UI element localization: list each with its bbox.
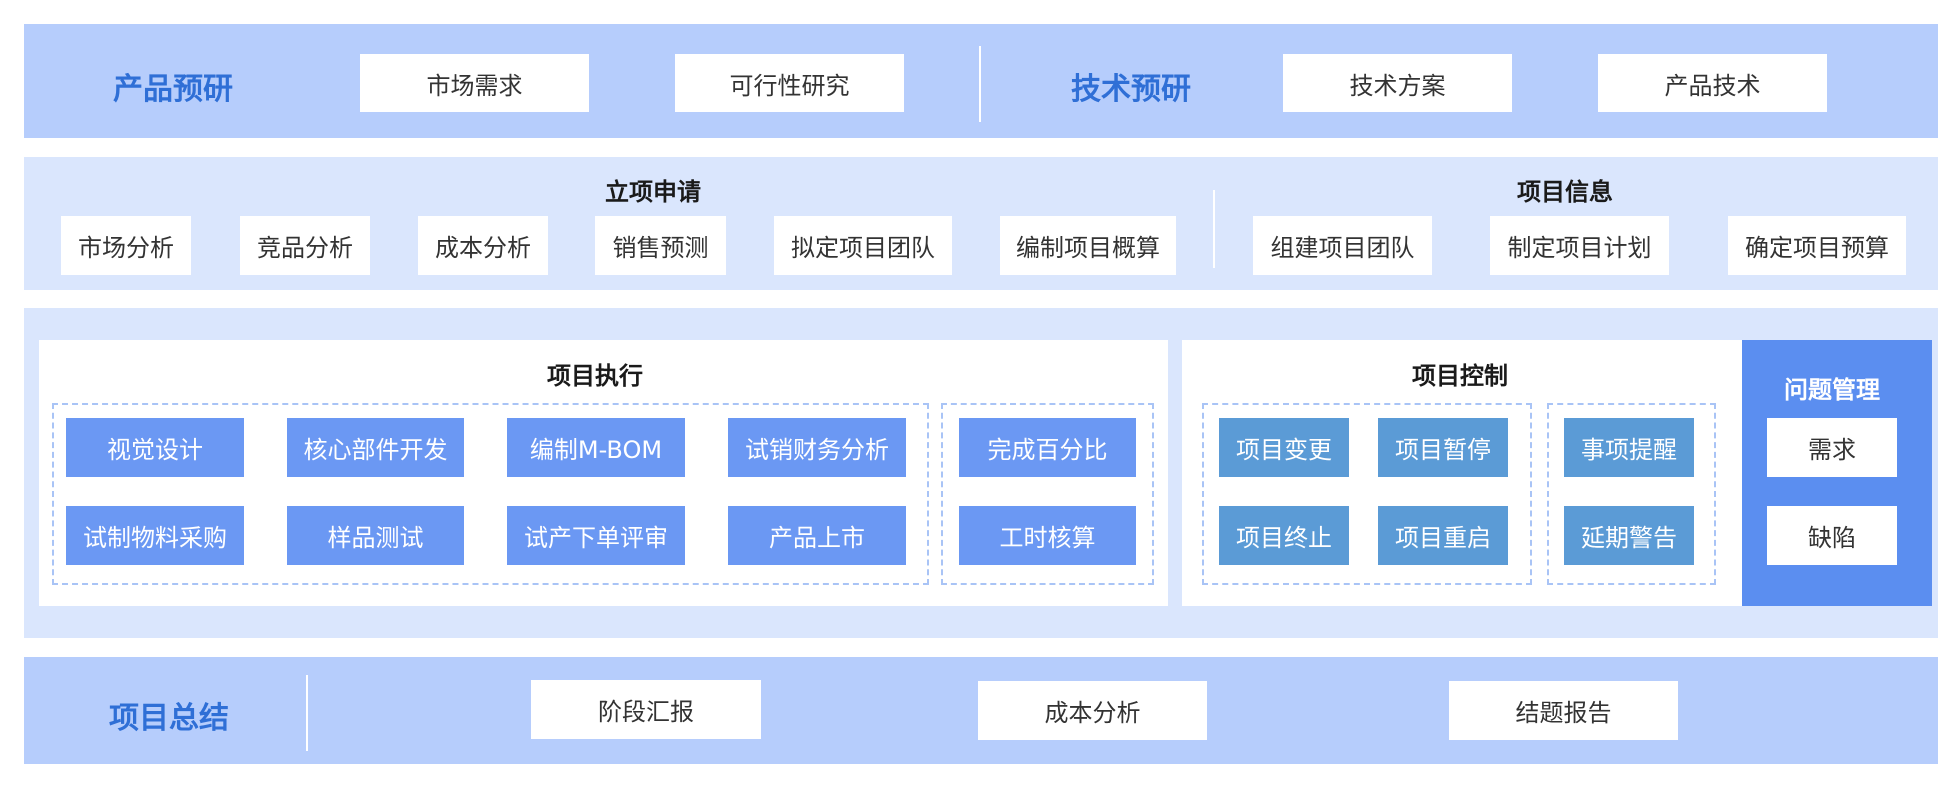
project-summary-title: 项目总结	[109, 701, 229, 736]
tech-plan-box[interactable]: 技术方案	[1283, 54, 1512, 112]
issue-management-panel: 问题管理 需求 缺陷	[1742, 340, 1932, 606]
initiation-item[interactable]: 拟定项目团队	[774, 216, 952, 275]
execution-group-1: 视觉设计 核心部件开发 编制M-BOM 试销财务分析 试制物料采购 样品测试 试…	[52, 403, 929, 585]
control-tile[interactable]: 项目重启	[1378, 506, 1508, 565]
summary-item[interactable]: 阶段汇报	[531, 680, 761, 739]
execution-control-band: 项目执行 视觉设计 核心部件开发 编制M-BOM 试销财务分析 试制物料采购 样…	[24, 308, 1938, 638]
initiation-item[interactable]: 编制项目概算	[1000, 216, 1176, 275]
project-info-title: 项目信息	[1517, 178, 1613, 206]
control-title: 项目控制	[1412, 362, 1508, 390]
initiation-item[interactable]: 销售预测	[595, 216, 726, 275]
control-tile[interactable]: 项目暂停	[1378, 418, 1508, 477]
execution-title: 项目执行	[547, 362, 643, 390]
execution-tile[interactable]: 完成百分比	[959, 418, 1136, 477]
initiation-request-title: 立项申请	[605, 178, 701, 206]
control-group-2: 事项提醒 延期警告	[1547, 403, 1716, 585]
feasibility-study-box[interactable]: 可行性研究	[675, 54, 904, 112]
initiation-item[interactable]: 市场分析	[61, 216, 191, 275]
summary-item[interactable]: 成本分析	[978, 681, 1207, 740]
execution-tile[interactable]: 工时核算	[959, 506, 1136, 565]
row1-divider	[979, 46, 981, 122]
row2-divider	[1213, 190, 1215, 268]
execution-tile[interactable]: 试制物料采购	[66, 506, 244, 565]
execution-tile[interactable]: 试销财务分析	[728, 418, 906, 477]
control-tile[interactable]: 项目终止	[1219, 506, 1349, 565]
execution-tile[interactable]: 视觉设计	[66, 418, 244, 477]
control-panel: 项目控制 项目变更 项目暂停 项目终止 项目重启 事项提醒 延期警告	[1182, 340, 1755, 606]
execution-tile[interactable]: 核心部件开发	[287, 418, 464, 477]
tech-research-title: 技术预研	[1071, 72, 1191, 107]
execution-panel: 项目执行 视觉设计 核心部件开发 编制M-BOM 试销财务分析 试制物料采购 样…	[39, 340, 1168, 606]
control-group-1: 项目变更 项目暂停 项目终止 项目重启	[1202, 403, 1532, 585]
execution-group-2: 完成百分比 工时核算	[941, 403, 1154, 585]
control-tile[interactable]: 延期警告	[1564, 506, 1694, 565]
control-tile[interactable]: 项目变更	[1219, 418, 1349, 477]
execution-tile[interactable]: 产品上市	[728, 506, 906, 565]
initiation-item[interactable]: 竞品分析	[240, 216, 370, 275]
pre-research-band: 产品预研 市场需求 可行性研究 技术预研 技术方案 产品技术	[24, 24, 1938, 138]
market-demand-box[interactable]: 市场需求	[360, 54, 589, 112]
row4-divider	[306, 675, 308, 751]
project-info-item[interactable]: 组建项目团队	[1253, 216, 1432, 275]
product-research-title: 产品预研	[113, 72, 233, 107]
control-tile[interactable]: 事项提醒	[1564, 418, 1694, 477]
product-tech-box[interactable]: 产品技术	[1598, 54, 1827, 112]
execution-tile[interactable]: 样品测试	[287, 506, 464, 565]
project-info-item[interactable]: 确定项目预算	[1728, 216, 1906, 275]
execution-tile[interactable]: 试产下单评审	[507, 506, 685, 565]
project-initiation-band: 立项申请 市场分析 竞品分析 成本分析 销售预测 拟定项目团队 编制项目概算 项…	[24, 157, 1938, 290]
execution-tile[interactable]: 编制M-BOM	[507, 418, 685, 477]
summary-item[interactable]: 结题报告	[1449, 681, 1678, 740]
project-summary-band: 项目总结 阶段汇报 成本分析 结题报告	[24, 657, 1938, 764]
project-info-item[interactable]: 制定项目计划	[1490, 216, 1669, 275]
issue-item[interactable]: 需求	[1767, 418, 1897, 477]
initiation-item[interactable]: 成本分析	[418, 216, 548, 275]
issue-item[interactable]: 缺陷	[1767, 506, 1897, 565]
issue-management-title: 问题管理	[1784, 376, 1880, 404]
